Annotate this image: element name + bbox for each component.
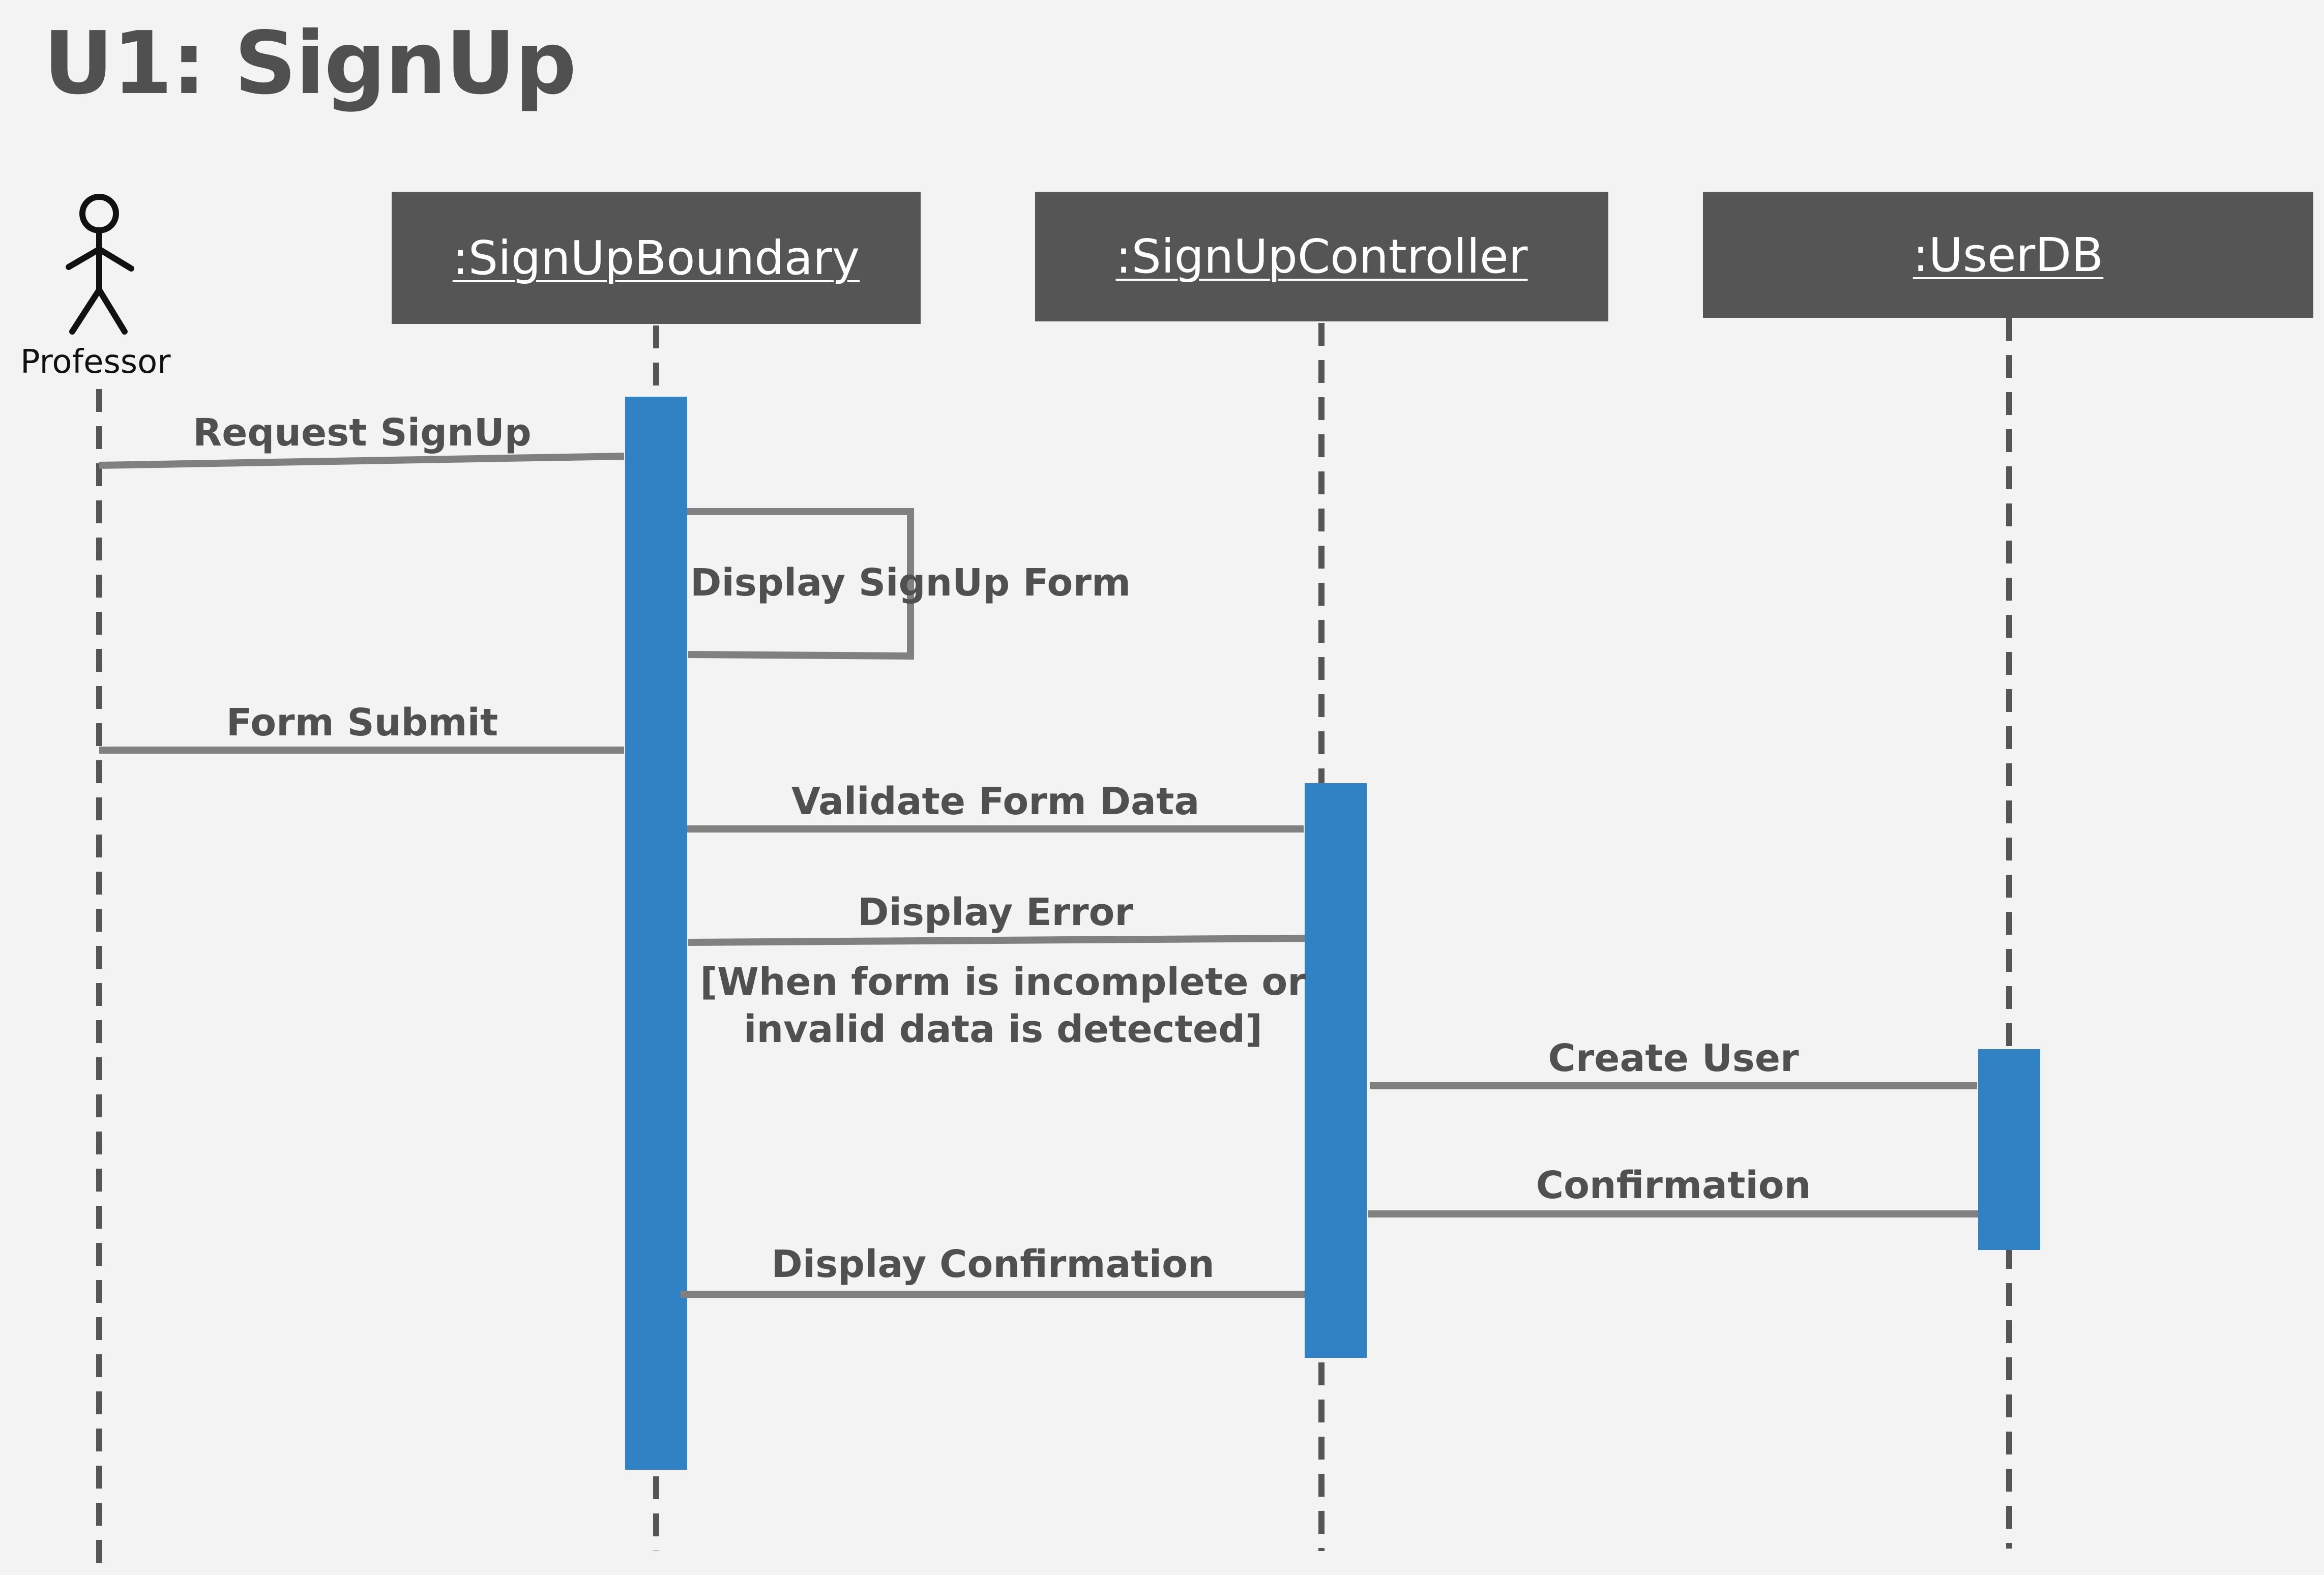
- activation-boundary: [625, 397, 687, 1470]
- message-label-confirmation: Confirmation: [1536, 1164, 1811, 1207]
- lifeline-header-controller: :SignUpController: [1035, 192, 1608, 321]
- lifeline-header-label: :SignUpBoundary: [452, 230, 860, 285]
- arrow-request-signup: [99, 453, 625, 469]
- activation-userdb: [1978, 1049, 2040, 1250]
- actor-label: Professor: [20, 343, 171, 381]
- message-label-validate-form-data: Validate Form Data: [791, 780, 1200, 823]
- message-label-display-error: Display Error: [858, 890, 1133, 934]
- arrow-display-signup-form: [687, 508, 914, 660]
- actor-stick-figure-icon: [66, 194, 134, 335]
- arrow-display-error: [688, 935, 1305, 946]
- lifeline-header-label: :SignUpController: [1115, 229, 1528, 284]
- guard-condition: [When form is incomplete or invalid data…: [700, 960, 1306, 1051]
- message-label-create-user: Create User: [1548, 1036, 1799, 1080]
- lifeline-header-userdb: :UserDB: [1703, 192, 2313, 318]
- message-label-display-signup-form: Display SignUp Form: [690, 561, 1131, 605]
- message-label-display-confirmation: Display Confirmation: [771, 1242, 1215, 1286]
- lifeline-header-label: :UserDB: [1913, 227, 2104, 282]
- activation-controller: [1305, 783, 1367, 1358]
- page-title: U1: SignUp: [43, 13, 577, 114]
- lifeline-header-boundary: :SignUpBoundary: [392, 192, 921, 324]
- message-label-request-signup: Request SignUp: [193, 411, 532, 455]
- message-label-form-submit: Form Submit: [226, 701, 498, 745]
